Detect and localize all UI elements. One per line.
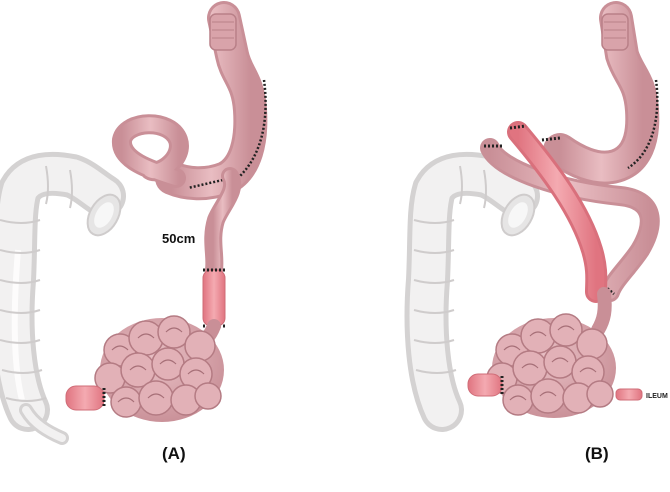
ileum-segment-a [203, 270, 225, 326]
small-intestine-a [95, 316, 224, 422]
stomach-a [172, 14, 266, 188]
length-annotation: 50cm [162, 231, 195, 246]
panel-label-a: (A) [162, 444, 186, 464]
terminal-ileum-b [468, 374, 502, 396]
panel-label-b: (B) [585, 444, 609, 464]
terminal-ileum-a [66, 386, 104, 410]
legend-swatch [616, 389, 642, 400]
stomach-b [542, 14, 657, 168]
small-intestine-b [487, 314, 616, 418]
legend-label: ILEUM [646, 393, 668, 400]
colon-a [0, 166, 127, 438]
panel-a: 50cm [0, 14, 266, 438]
legend: ILEUM [616, 389, 668, 400]
panel-b: ILEUM [414, 14, 668, 418]
